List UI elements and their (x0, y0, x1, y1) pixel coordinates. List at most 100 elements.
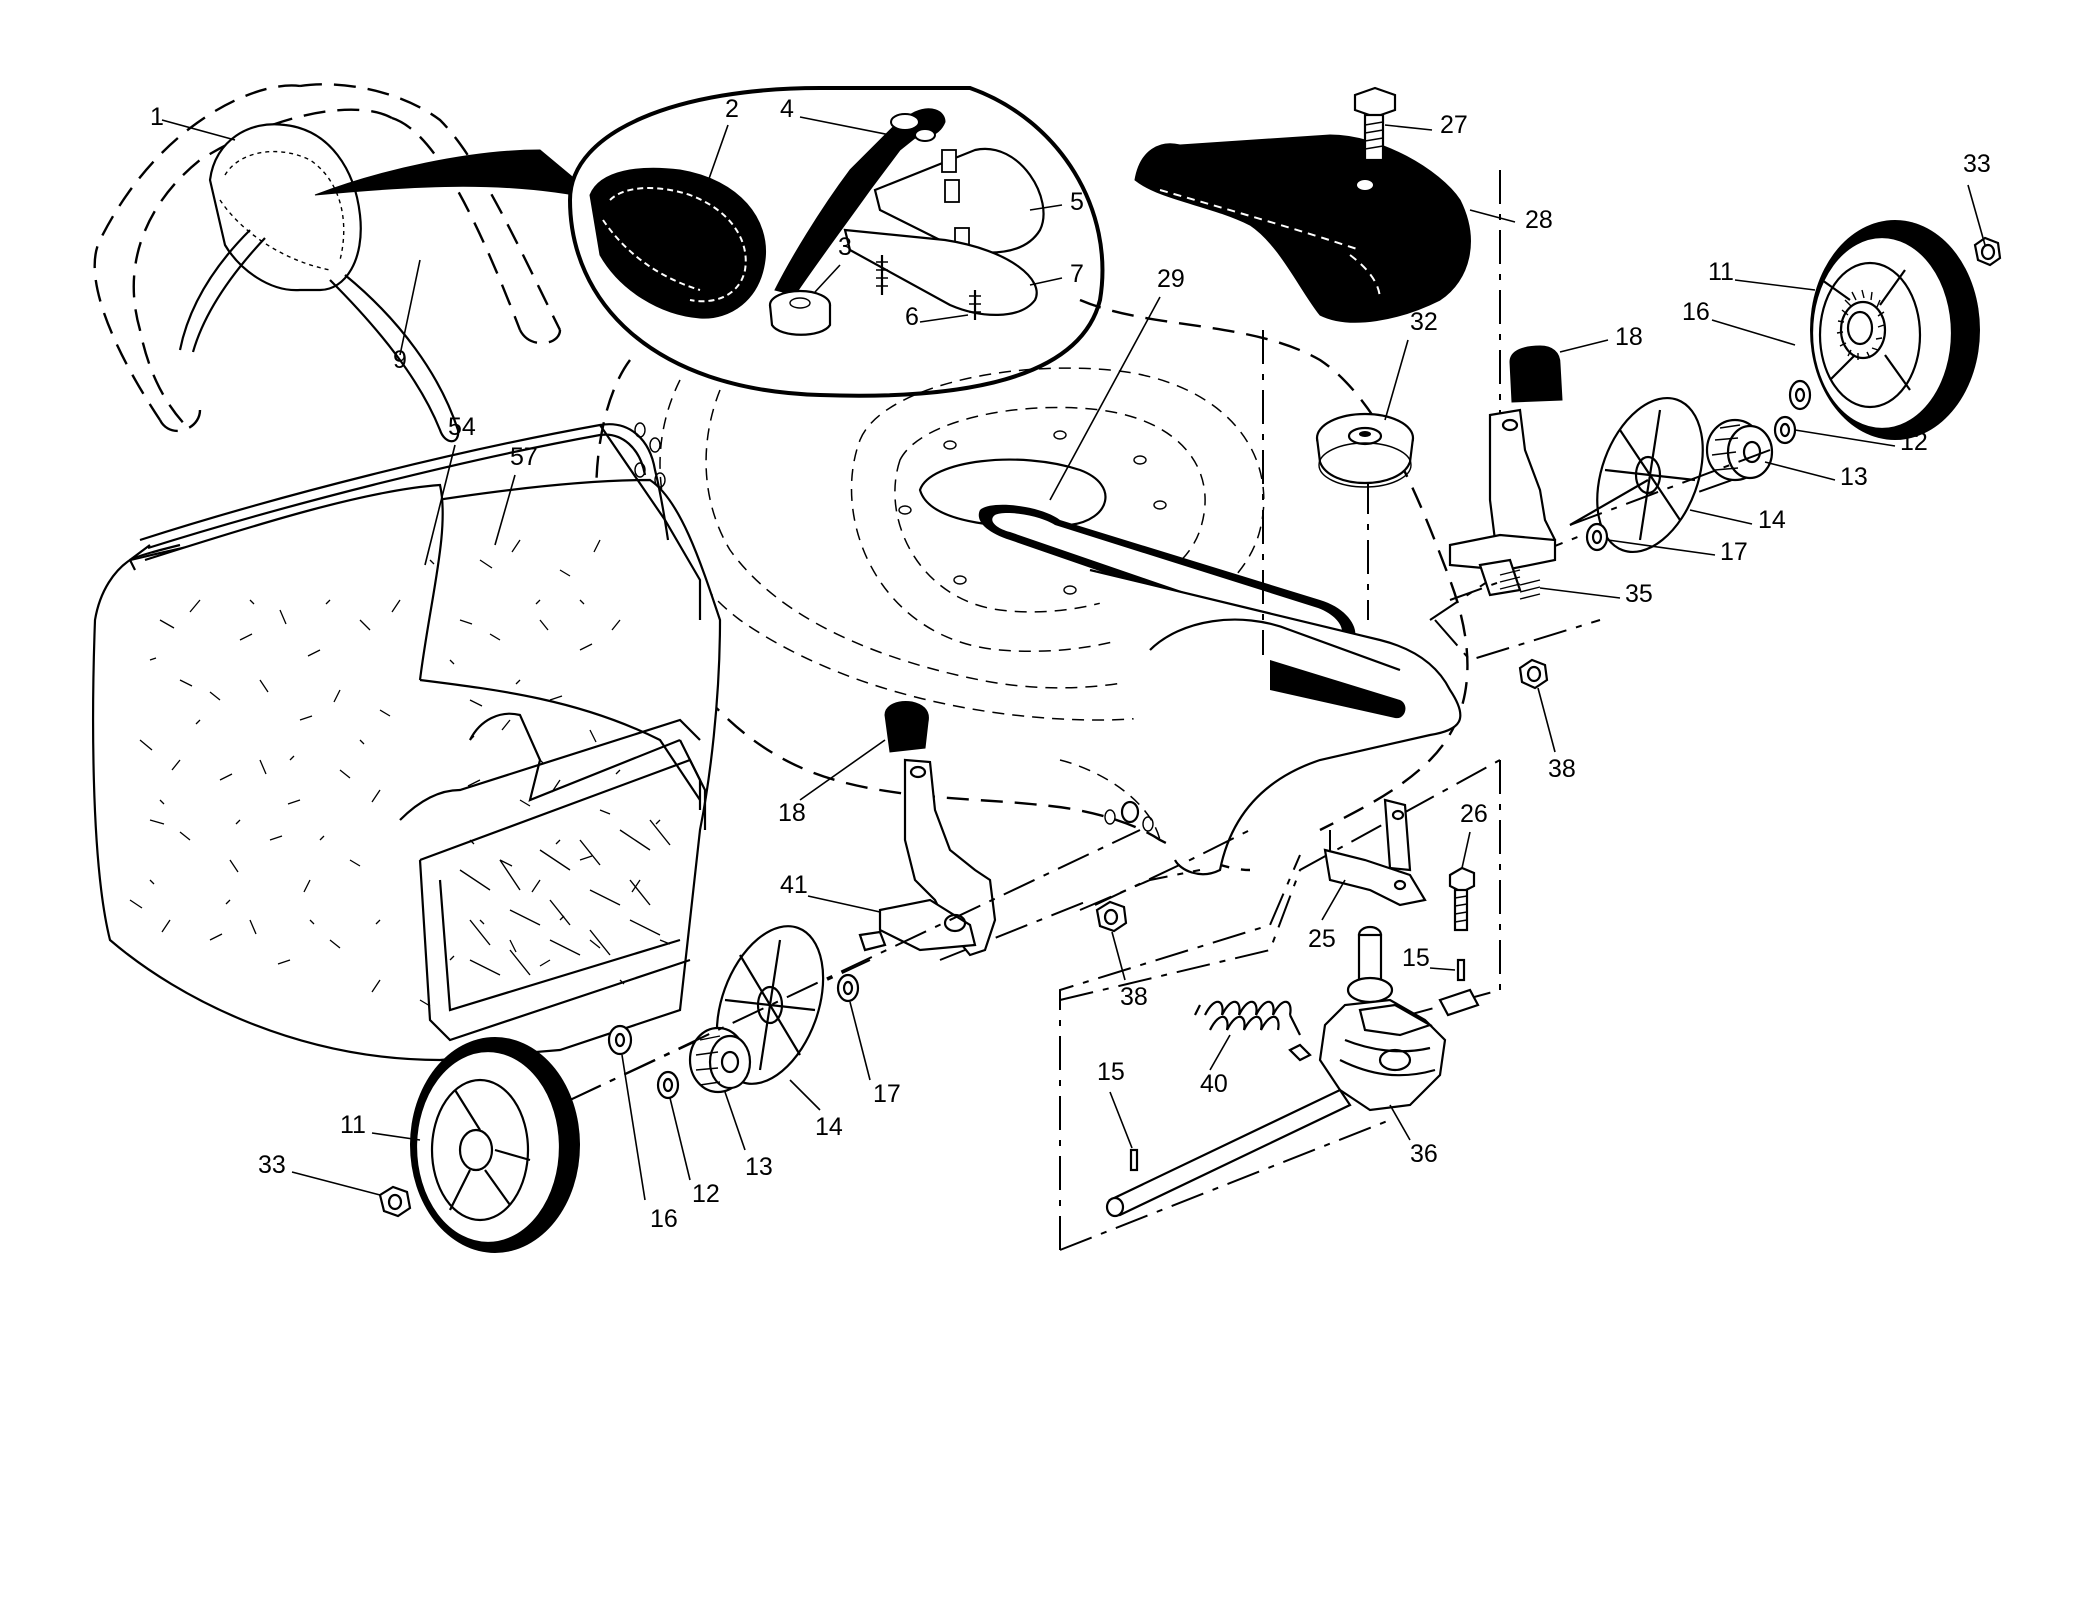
callout-leader-c7 (1029, 277, 1063, 286)
callout-leader-c16l (621, 1054, 646, 1201)
wheel-part-11-left (410, 1037, 580, 1253)
callout-leader-c36 (1389, 1104, 1411, 1141)
callout-label-c6: 6 (905, 303, 919, 331)
callout-leader-c13r (1764, 461, 1836, 481)
height-bracket-part-35 (1448, 408, 1557, 600)
height-bracket-part-41 (858, 758, 997, 957)
grip-part-18-right (1509, 345, 1563, 403)
callout-label-c15a: 15 (1402, 944, 1430, 972)
callout-label-c14l: 14 (815, 1113, 843, 1141)
callout-label-c41: 41 (780, 871, 808, 899)
callout-leader-c41 (807, 895, 881, 913)
washer-part-16-right (1788, 379, 1812, 411)
washer-part-17-right (1585, 522, 1609, 552)
callout-leader-c38l (1111, 931, 1126, 981)
callout-leader-c2 (704, 124, 729, 191)
nut-part-33-left (378, 1185, 412, 1218)
callout-label-c3: 3 (838, 233, 852, 261)
callout-label-c17r: 17 (1720, 538, 1748, 566)
callout-leader-c17l (849, 1001, 871, 1081)
callout-leader-c26 (1461, 831, 1471, 869)
bag-texture (129, 539, 671, 1007)
bolt-part-27 (1353, 86, 1397, 162)
callout-leader-c29 (1049, 296, 1161, 501)
callout-leader-c18l (799, 739, 886, 801)
pulley-part-32 (1315, 412, 1415, 488)
bolt-part-26 (1448, 866, 1476, 932)
gear-part-13-right (1705, 418, 1774, 482)
callout-label-c27: 27 (1440, 111, 1468, 139)
control-housing-part-1 (208, 123, 362, 292)
callout-label-c32: 32 (1410, 308, 1438, 336)
callout-label-c11l: 11 (340, 1111, 366, 1139)
callout-leader-c57 (494, 474, 516, 546)
magnifier-pointer (314, 149, 601, 201)
front-housing (1089, 568, 1462, 876)
axle-centerlines (569, 449, 1771, 1101)
callout-label-c29: 29 (1157, 265, 1185, 293)
detail-magnifier (567, 86, 1105, 398)
callout-label-c9: 9 (393, 346, 407, 374)
callout-label-c18l: 18 (778, 799, 806, 827)
washer-part-17-left (836, 973, 860, 1003)
callout-label-c38r: 38 (1548, 755, 1576, 783)
callout-leader-c35 (1539, 587, 1621, 599)
callout-leader-c18r (1559, 339, 1609, 353)
grass-bag (92, 423, 722, 1062)
callout-label-c33r: 33 (1963, 150, 1991, 178)
callout-leader-c15a (1429, 967, 1456, 971)
callout-label-c38l: 38 (1120, 983, 1148, 1011)
callout-leader-c32 (1384, 339, 1409, 421)
wheel-disc-part-14-right (1569, 396, 1704, 554)
callout-label-c36: 36 (1410, 1140, 1438, 1168)
callout-leader-c12r (1794, 429, 1896, 447)
callout-leader-c11l (371, 1132, 421, 1141)
nut-part-38-right (1518, 658, 1549, 690)
grip-part-18-left (884, 701, 929, 753)
callout-label-c2: 2 (725, 95, 739, 123)
deck-outline (595, 298, 1469, 872)
callout-leader-c16r (1711, 319, 1796, 346)
callout-leader-c13l (724, 1091, 746, 1151)
callout-label-c57: 57 (510, 443, 538, 471)
callout-label-c25: 25 (1308, 925, 1336, 953)
callout-label-c7: 7 (1070, 260, 1084, 288)
callout-label-c14r: 14 (1758, 506, 1786, 534)
callout-leader-c33r (1967, 184, 1986, 246)
spring-part-40 (1194, 1000, 1301, 1036)
callout-label-c13l: 13 (745, 1153, 773, 1181)
callout-label-c54: 54 (448, 413, 476, 441)
clip-part-12-right (1773, 415, 1797, 445)
callout-leader-c28 (1469, 209, 1516, 223)
callout-label-c33l: 33 (258, 1151, 286, 1179)
callout-leader-c38r (1537, 687, 1556, 753)
callout-label-c11r: 11 (1708, 258, 1734, 286)
callout-leader-c4 (799, 116, 891, 136)
callout-leader-c14l (789, 1079, 821, 1111)
callout-leader-c6 (919, 314, 969, 323)
callout-leader-c40 (1209, 1034, 1231, 1071)
callout-leader-c11r (1734, 279, 1816, 291)
callout-label-c4: 4 (780, 95, 794, 123)
callout-leader-c12l (669, 1097, 691, 1181)
nut-part-33-right (1973, 236, 2002, 267)
wheel-part-11-right (1810, 220, 1980, 440)
callout-label-c12r: 12 (1900, 428, 1928, 456)
gear-part-13-left (688, 1026, 752, 1094)
callout-leader-c27 (1384, 124, 1433, 131)
pin-part-15-upper (1456, 958, 1466, 982)
callout-label-c15b: 15 (1097, 1058, 1125, 1086)
callout-label-c5: 5 (1070, 188, 1084, 216)
washer-part-16-left (607, 1024, 633, 1056)
callout-label-c17l: 17 (873, 1080, 901, 1108)
callout-leader-c14r (1689, 509, 1753, 525)
callout-leader-c54 (424, 444, 456, 566)
callout-leader-c3 (814, 264, 841, 293)
callout-label-c12l: 12 (692, 1180, 720, 1208)
callout-leader-c5 (1029, 204, 1063, 211)
callout-leader-c17r (1607, 539, 1716, 556)
callout-leader-c25 (1321, 879, 1346, 921)
callout-label-c16r: 16 (1682, 298, 1710, 326)
